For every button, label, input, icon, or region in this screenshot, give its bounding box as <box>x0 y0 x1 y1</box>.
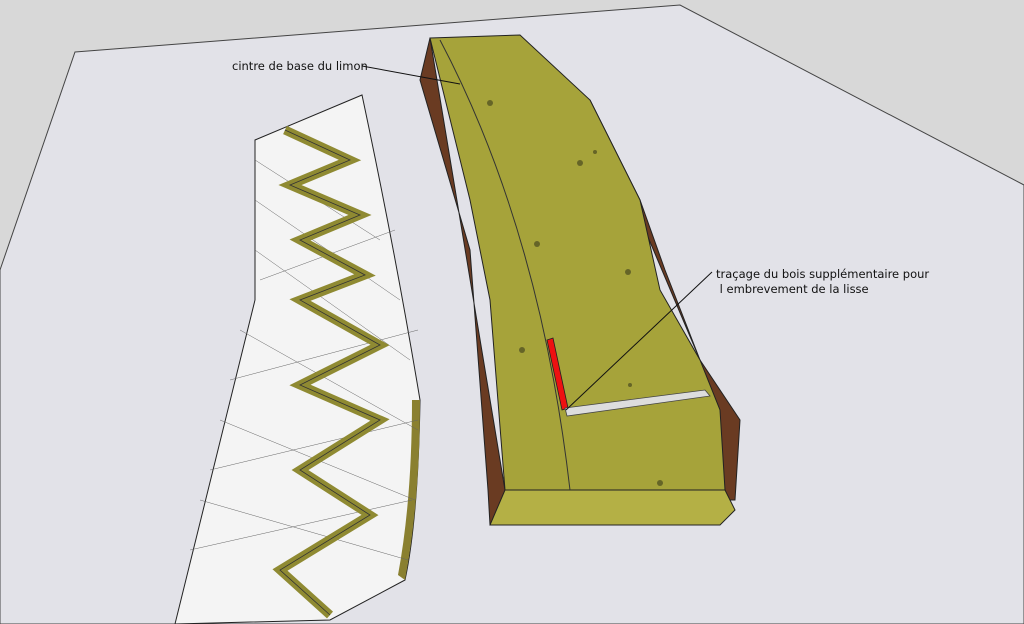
leader-line-tracing <box>565 271 713 411</box>
leader-line-limon <box>361 65 461 85</box>
ruler <box>564 389 711 417</box>
annotation-tracing-line1: traçage du bois supplémentaire pour <box>716 267 930 281</box>
annotation-tracing-line2: l embrevement de la lisse <box>716 282 869 296</box>
stair-stringer <box>174 94 421 624</box>
annotation-limon-center: cintre de base du limon <box>232 59 368 73</box>
wood-board <box>419 34 741 526</box>
